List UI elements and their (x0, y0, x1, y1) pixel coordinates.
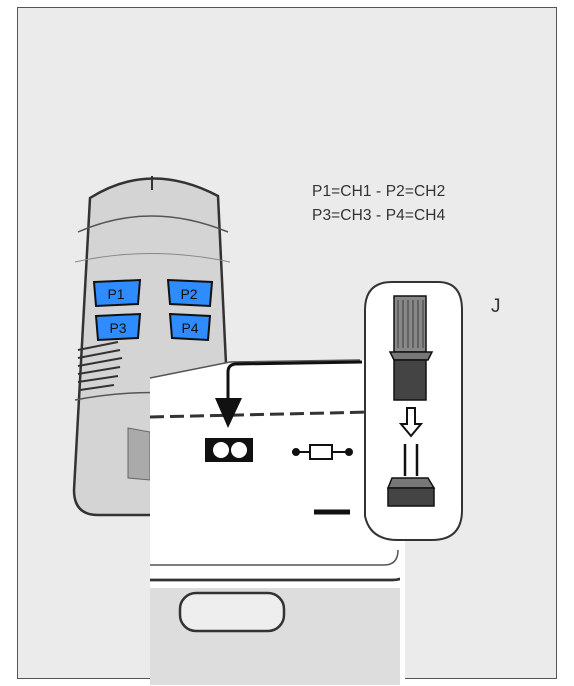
remote-divider (74, 253, 231, 263)
jumper-cap (388, 295, 434, 401)
button-p1-label: P1 (107, 286, 124, 302)
remote-top-curve (77, 215, 229, 233)
connection-arrow (215, 360, 363, 428)
remote-grip-lines (77, 341, 123, 391)
jumper-header (386, 444, 436, 507)
button-p1[interactable]: P1 (92, 278, 142, 308)
button-p4[interactable]: P4 (168, 312, 212, 342)
button-p2-label: P2 (180, 286, 197, 302)
receiver-mount-slot (178, 591, 286, 633)
button-p4-label: P4 (181, 320, 198, 336)
receiver-dashed-line (150, 410, 373, 419)
jumper-label: J (491, 296, 501, 317)
remote-logo-fragment (127, 427, 151, 481)
button-p3-label: P3 (109, 320, 126, 336)
jumper-down-arrow (398, 407, 424, 438)
legend-line-1: P1=CH1 - P2=CH2 (312, 183, 446, 200)
receiver-unit (149, 359, 405, 685)
legend-line-2: P3=CH3 - P4=CH4 (312, 207, 446, 224)
button-p3[interactable]: P3 (94, 312, 142, 342)
button-p2[interactable]: P2 (166, 278, 214, 308)
jumper-callout (364, 281, 463, 541)
receiver-component (292, 444, 353, 460)
